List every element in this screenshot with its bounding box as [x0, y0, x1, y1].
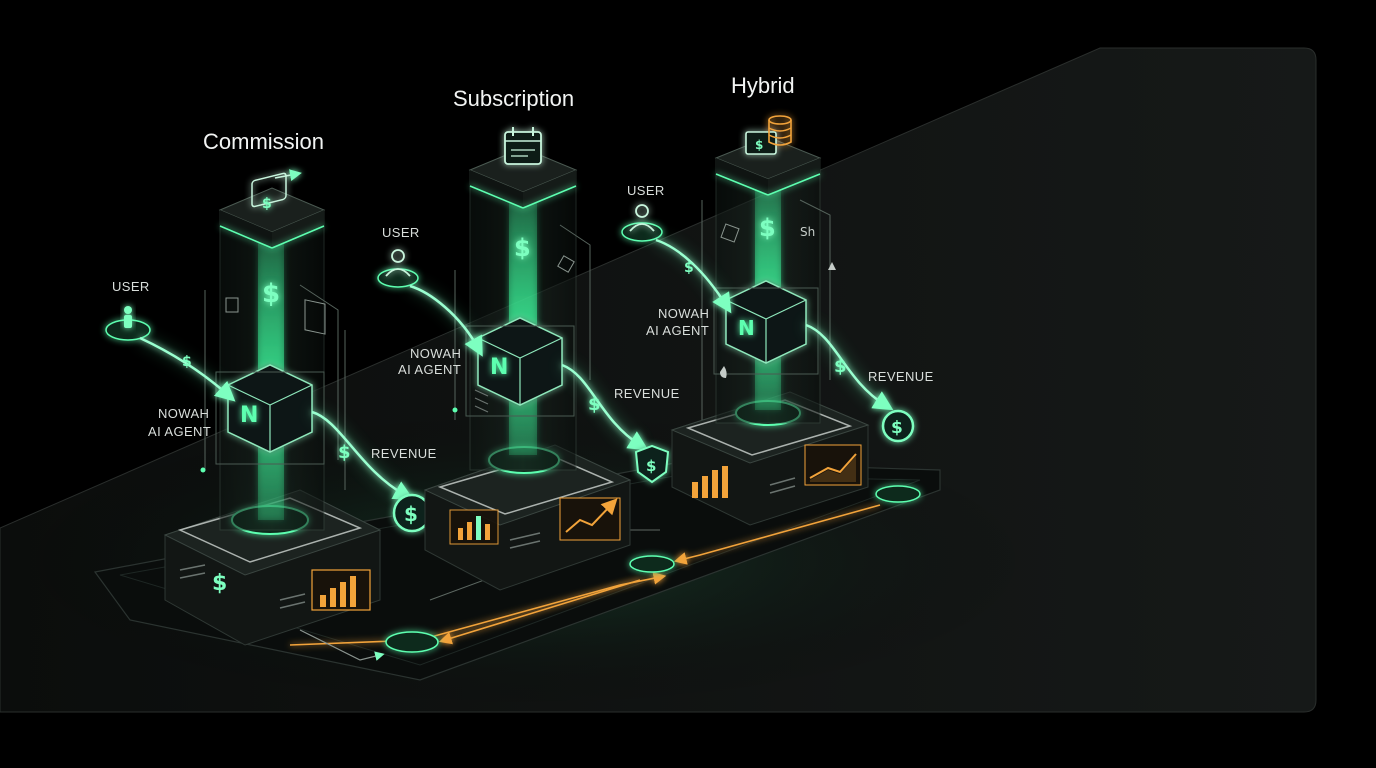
grey-flow-1 — [299, 629, 385, 661]
orange-flow-3 — [438, 579, 641, 645]
revenue-label: REVENUE — [868, 369, 934, 384]
revenue-label: REVENUE — [614, 386, 680, 401]
user-label: USER — [112, 279, 150, 294]
agent-logo: N — [490, 355, 508, 380]
coin-icon: $ — [392, 493, 432, 533]
agent-label-line2: AI AGENT — [398, 362, 461, 377]
tower-hybrid: $ $ N Sh USER $ $ $ — [621, 73, 934, 526]
calendar-icon — [504, 127, 542, 165]
bar-chart-icon — [311, 569, 371, 611]
bar-chart-icon — [449, 509, 499, 545]
svg-text:$: $ — [646, 457, 656, 475]
agent-label-line1: NOWAH — [658, 306, 709, 321]
sh-label: Sh — [800, 225, 815, 239]
document-icon — [225, 297, 239, 313]
agent-label-line2: AI AGENT — [148, 424, 211, 439]
line-chart-icon — [804, 444, 862, 486]
model-title: Subscription — [453, 86, 574, 111]
agent-label-line1: NOWAH — [410, 346, 461, 361]
flow-dollar-icon: $ — [182, 354, 192, 370]
column-dollar-icon: $ — [514, 234, 531, 262]
bar-chart-icon — [692, 466, 728, 498]
agent-label-line2: AI AGENT — [646, 323, 709, 338]
user-label: USER — [627, 183, 665, 198]
user-icon — [385, 249, 411, 277]
flow-dollar-icon: $ — [834, 356, 847, 377]
user-label: USER — [382, 225, 420, 240]
flow-dollar-icon: $ — [684, 260, 694, 276]
orange-flow-1 — [289, 571, 667, 646]
base-dollar-icon: $ — [212, 571, 227, 596]
user-icon — [629, 204, 655, 232]
revenue-label: REVENUE — [371, 446, 437, 461]
orange-flow-2 — [673, 504, 881, 565]
agent-logo: N — [738, 316, 755, 340]
coin-icon: $ — [881, 409, 915, 443]
tower-subscription: $ N USER $ $ Subscription NOWAH A — [377, 86, 680, 591]
svg-text:$: $ — [755, 138, 763, 152]
exchange-icon: $ — [251, 169, 302, 212]
column-dollar-icon: $ — [262, 279, 280, 309]
flow-dollar-icon: $ — [338, 442, 351, 463]
agent-label-line1: NOWAH — [158, 406, 209, 421]
svg-text:$: $ — [262, 196, 272, 212]
model-title: Commission — [203, 129, 324, 154]
flow-dollar-icon: $ — [588, 394, 601, 415]
svg-text:$: $ — [404, 502, 418, 526]
line-chart-icon — [559, 497, 621, 541]
user-icon — [124, 306, 132, 328]
column-dollar-icon: $ — [759, 214, 776, 242]
tower-commission: $ $ $ N — [105, 129, 439, 653]
cash-coins-icon: $ — [745, 115, 792, 155]
svg-text:$: $ — [891, 418, 903, 438]
shield-dollar-icon: $ — [634, 444, 670, 484]
agent-logo: N — [240, 403, 258, 428]
model-title: Hybrid — [731, 73, 795, 98]
